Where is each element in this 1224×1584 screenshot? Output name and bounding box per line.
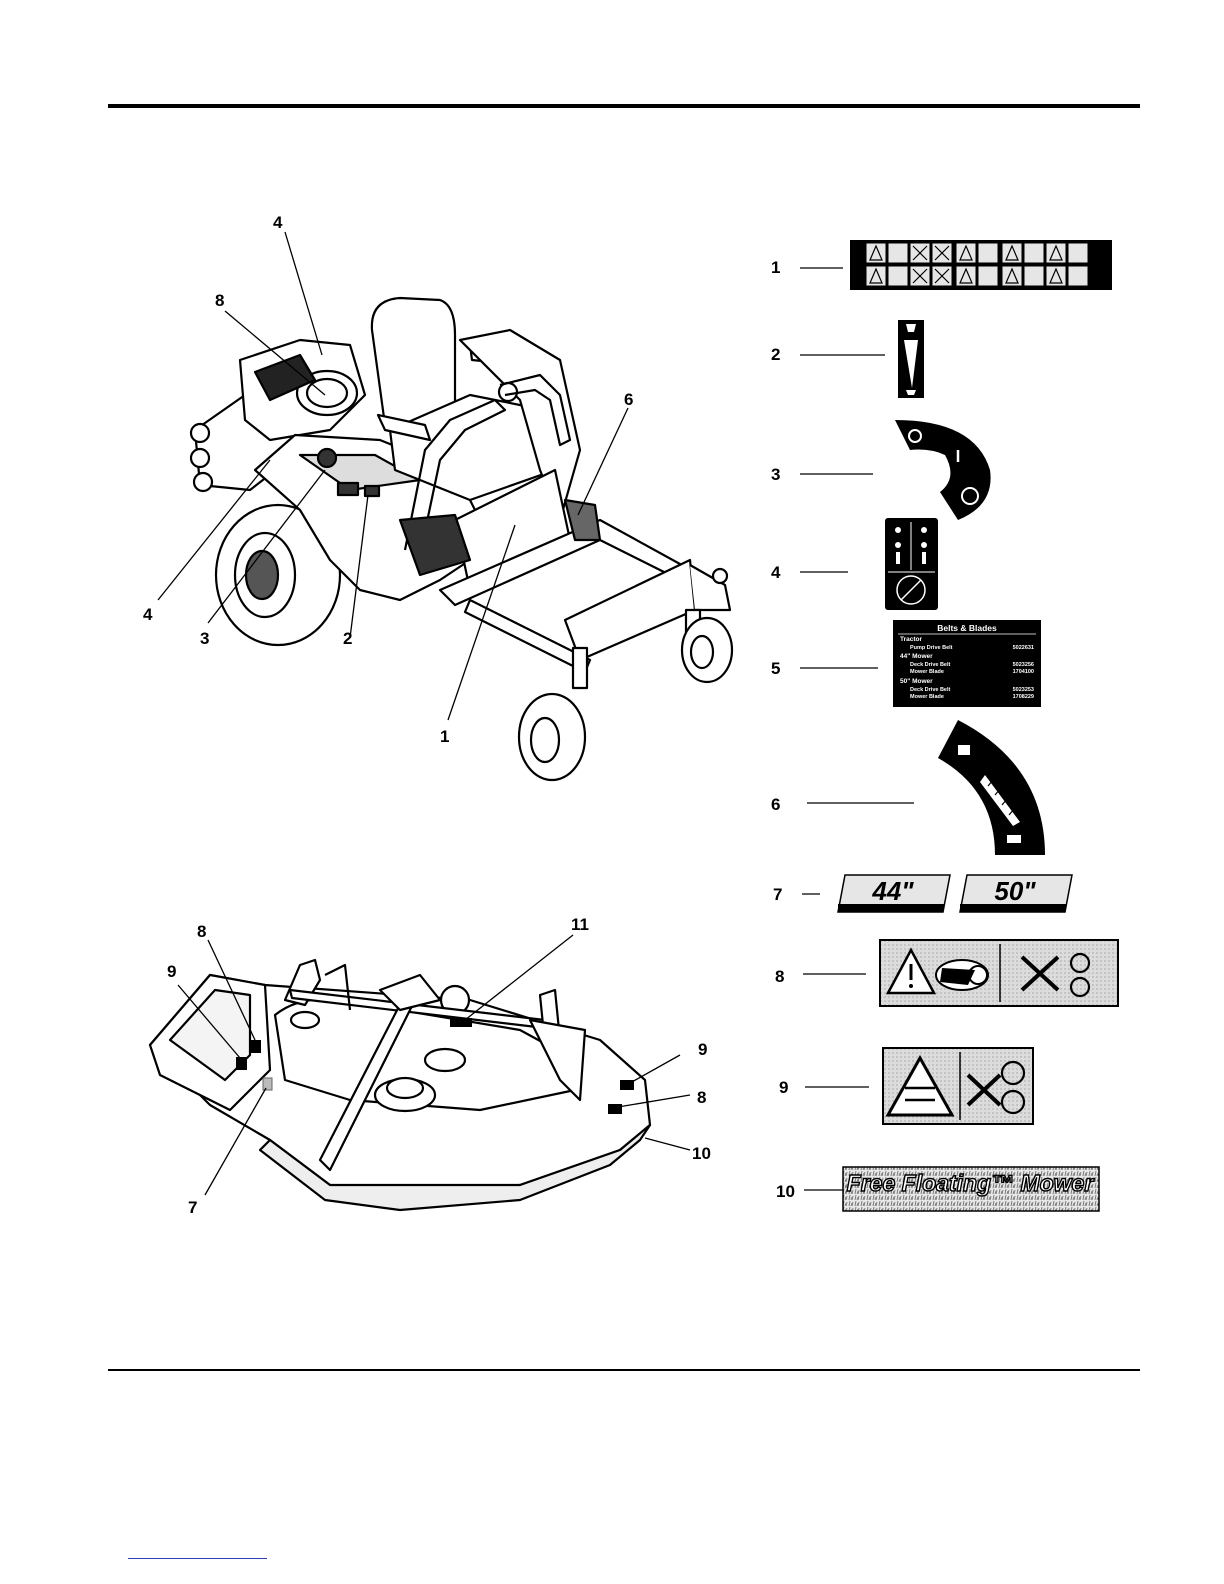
- decal-8-belt-warning: [880, 940, 1118, 1006]
- decal-5-item: Mower Blade: [910, 694, 944, 700]
- decal-3-ignition: [895, 420, 991, 520]
- decal-key-1: 1: [771, 258, 780, 277]
- decal-5-item: Deck Drive Belt: [910, 687, 951, 693]
- decal-5-heading: 44" Mower: [900, 653, 933, 660]
- callout-label: 4: [273, 213, 283, 232]
- decal-5-part-number: 5022631: [1013, 645, 1034, 651]
- decal-1-safety-strip: [850, 240, 1112, 290]
- decal-key-numbers: 1 2 3 4 5 6 7 8 9 10: [771, 258, 795, 1201]
- decal-key-3: 3: [771, 465, 780, 484]
- callout-label: 2: [343, 629, 352, 648]
- decal-10-text: Free Floating™ Mower: [847, 1170, 1095, 1196]
- decal-key-10: 10: [776, 1182, 795, 1201]
- deck-size-50: 50": [994, 876, 1036, 906]
- deck-size-44: 44": [871, 876, 914, 906]
- callout-label: 6: [624, 390, 633, 409]
- decal-key-4: 4: [771, 563, 781, 582]
- decal-5-title: Belts & Blades: [937, 623, 997, 633]
- decal-7-deck-sizes: 44" 50": [838, 875, 1072, 912]
- callout-label: 8: [697, 1088, 706, 1107]
- callout-label: 11: [571, 915, 589, 934]
- decal-key-7: 7: [773, 885, 782, 904]
- footer-rule: [108, 1369, 1140, 1371]
- callout-label: 9: [698, 1040, 707, 1059]
- footer-link-underline[interactable]: [128, 1558, 267, 1559]
- decal-5-heading: Tractor: [900, 636, 923, 643]
- callout-label: 8: [215, 291, 224, 310]
- decal-5-item: Mower Blade: [910, 669, 944, 675]
- callout-label: 9: [167, 962, 176, 981]
- decal-key-9: 9: [779, 1078, 788, 1097]
- decal-5-part-number: 5023256: [1013, 662, 1034, 668]
- decal-key-6: 6: [771, 795, 780, 814]
- decal-6-cut-height: [938, 720, 1045, 855]
- callout-label: 8: [197, 922, 206, 941]
- decal-5-heading: 50" Mower: [900, 678, 933, 685]
- decal-9-blade-warning: [883, 1048, 1033, 1124]
- decal-5-item: Deck Drive Belt: [910, 662, 951, 668]
- mower-deck-illustration: [150, 960, 650, 1210]
- callout-label: 4: [143, 605, 153, 624]
- decal-2-throttle: [898, 320, 924, 398]
- decal-5-part-number: 1708229: [1013, 694, 1034, 700]
- lower-deck-icon: [1007, 835, 1021, 843]
- decal-key-5: 5: [771, 659, 780, 678]
- callout-label: 1: [440, 727, 449, 746]
- decal-5-part-number: 5023253: [1013, 687, 1034, 693]
- decal-key-8: 8: [775, 967, 784, 986]
- callout-label: 7: [188, 1198, 197, 1217]
- raise-deck-icon: [958, 745, 970, 755]
- decal-5-belts-blades: Belts & Blades Tractor Pump Drive Belt 5…: [893, 620, 1041, 707]
- decal-10-free-floating: Free Floating™ Mower: [843, 1167, 1099, 1211]
- decal-5-item: Pump Drive Belt: [910, 645, 953, 651]
- callout-label: 10: [692, 1144, 711, 1163]
- decal-key-2: 2: [771, 345, 780, 364]
- decal-4-operation: [885, 518, 938, 610]
- decal-5-part-number: 1704100: [1013, 669, 1034, 675]
- callout-label: 3: [200, 629, 209, 648]
